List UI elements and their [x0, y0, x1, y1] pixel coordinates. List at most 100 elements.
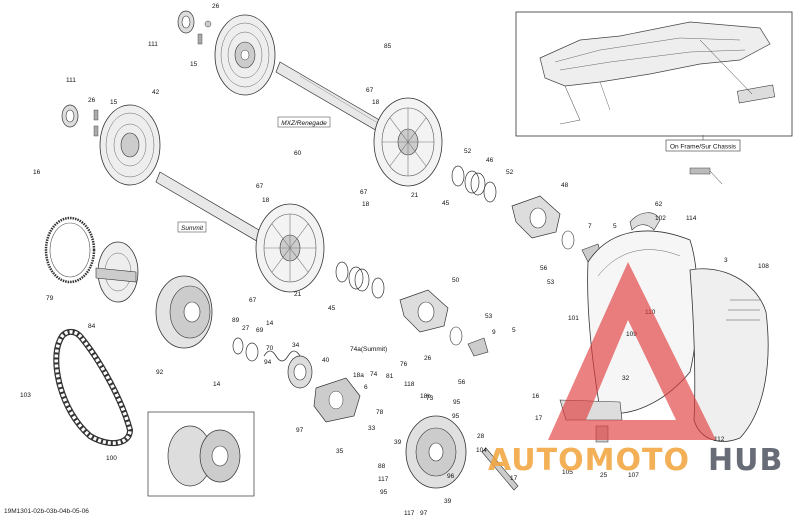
spider-33 [405, 415, 467, 489]
callout: 5 [613, 223, 617, 230]
callout: 67 [360, 189, 368, 196]
callout: 69 [256, 327, 264, 334]
guard-clip-102 [629, 212, 661, 231]
callout: 39 [394, 439, 402, 446]
callout: 26 [424, 355, 432, 362]
callout: 26 [88, 97, 96, 104]
callout: 21 [411, 192, 419, 199]
callout: 79 [46, 295, 54, 302]
watermark-triangle-icon [548, 262, 716, 440]
diagram-footer-code: 19M1301-02b-03b-04b-05-06 [4, 508, 89, 515]
callout: 45 [442, 200, 450, 207]
callout: 84 [88, 323, 96, 330]
callout: 52 [506, 169, 514, 176]
callout: 27 [242, 325, 250, 332]
callout: 108 [758, 263, 769, 270]
callout: 107 [628, 472, 639, 479]
callout: 33 [368, 425, 376, 432]
callout: 48 [561, 182, 569, 189]
callout: 88 [378, 463, 386, 470]
chassis-note-label: On Frame/Sur Chassis [665, 139, 741, 152]
callout: 96 [447, 473, 455, 480]
callout: 100 [106, 455, 117, 462]
decal-113 [689, 167, 723, 185]
callout: 18a [353, 372, 364, 379]
callout: 15 [190, 61, 198, 68]
clutch-inset-100 [147, 411, 255, 497]
callout: 21 [294, 291, 302, 298]
callout: 67 [256, 183, 264, 190]
driven-pulley-summit [255, 203, 325, 293]
variant-a-text: MXZ/Renegade [281, 120, 327, 127]
callout: 18 [262, 197, 270, 204]
drive-sheave-42 [99, 104, 161, 186]
callout: 76 [400, 361, 408, 368]
callout: 9 [492, 329, 496, 336]
driven-pulley-mxz [373, 97, 443, 187]
callout: 74a(Summit) [350, 346, 387, 353]
callout: 109 [626, 331, 637, 338]
callout: 56 [540, 265, 548, 272]
callout: 35 [336, 448, 344, 455]
chassis-note-text: On Frame/Sur Chassis [670, 144, 737, 151]
callout: 7 [588, 223, 592, 230]
callout: 101 [568, 315, 579, 322]
callout: 105 [562, 469, 573, 476]
callout: 73 [426, 395, 434, 402]
cam-48 [511, 195, 603, 263]
roller-97 [313, 377, 361, 423]
callout: 53 [547, 279, 555, 286]
sheave-84 [95, 241, 139, 303]
callout: 25 [600, 472, 608, 479]
callout: 112 [714, 436, 725, 443]
callout: 103 [20, 392, 31, 399]
callout: 78 [376, 409, 384, 416]
callout: 52 [464, 148, 472, 155]
callout: 15 [110, 99, 118, 106]
callout-numbers: 26 111 15 85 111 26 15 42 67 18 60 67 18… [20, 3, 769, 517]
spring-stack-lower [335, 261, 385, 299]
callout: 118 [404, 381, 415, 388]
variant-b-text: Summit [181, 225, 204, 232]
callout: 18 [372, 99, 380, 106]
cam-50 [399, 289, 489, 357]
callout: 26 [212, 3, 220, 10]
callout: 104 [476, 447, 487, 454]
callout: 67 [366, 87, 374, 94]
watermark-text-2: HUB [708, 443, 783, 478]
callout: 117 [378, 476, 389, 483]
callout: 14 [266, 320, 274, 327]
callout: 95 [380, 489, 388, 496]
callout: 81 [386, 373, 394, 380]
callout: 97 [296, 427, 304, 434]
callout: 56 [458, 379, 466, 386]
callout: 6 [364, 384, 368, 391]
callout: 28 [477, 433, 485, 440]
callout: 117 [404, 510, 415, 517]
callout: 34 [292, 342, 300, 349]
callout: 60 [294, 150, 302, 157]
callout: 114 [686, 215, 697, 222]
callout: 53 [485, 313, 493, 320]
bearing-111-mid [61, 104, 99, 137]
callout: 62 [655, 201, 663, 208]
callout: 45 [328, 305, 336, 312]
callout: 102 [655, 215, 666, 222]
callout: 95 [452, 413, 460, 420]
callout: 70 [266, 345, 274, 352]
callout: 32 [622, 375, 630, 382]
ring-gear-79 [44, 216, 96, 284]
spring-stack-upper [451, 165, 497, 203]
callout: 97 [420, 510, 428, 517]
callout: 92 [156, 369, 164, 376]
callout: 46 [486, 157, 494, 164]
variant-a-label: MXZ/Renegade [277, 116, 331, 128]
callout: 17 [510, 475, 518, 482]
callout: 111 [148, 41, 158, 48]
drive-sheave-top [214, 14, 276, 96]
callout: 16 [532, 393, 540, 400]
callout: 17 [535, 415, 543, 422]
washer-stack [232, 337, 313, 389]
callout: 5 [512, 327, 516, 334]
